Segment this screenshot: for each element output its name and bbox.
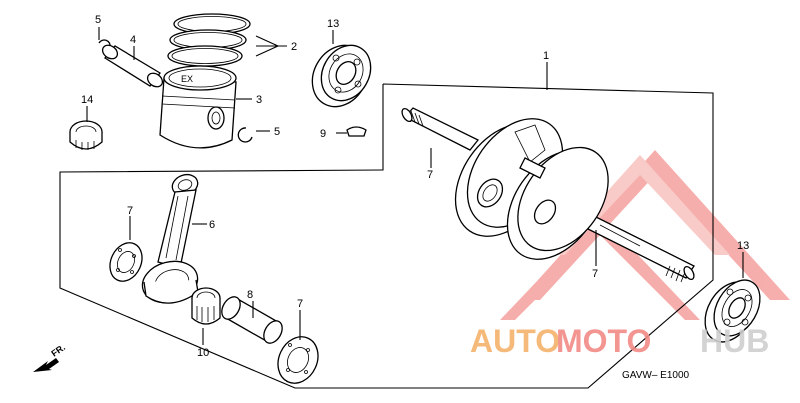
callout-7-left: 7	[127, 205, 133, 217]
callout-4: 4	[130, 34, 136, 46]
crank-pin	[221, 296, 283, 344]
front-marker-label: FR.	[49, 342, 67, 359]
thrust-washer-left	[109, 242, 143, 282]
front-direction-arrow-icon: FR.	[33, 342, 67, 372]
crank-bearing-upper	[311, 44, 372, 108]
thrust-washer-right	[277, 336, 319, 384]
callout-3: 3	[256, 94, 262, 106]
woodruff-key	[346, 126, 367, 137]
callout-6: 6	[209, 219, 215, 231]
callout-5-upper: 5	[95, 14, 101, 26]
circlip-lower	[237, 127, 253, 143]
callout-11: 9	[320, 128, 326, 140]
callout-14: 14	[81, 94, 93, 106]
piston-marking: EX	[181, 74, 193, 84]
watermark-text: AUTO MOTO HUB	[470, 323, 769, 359]
callout-10: 8	[247, 289, 253, 301]
small-end-bearing	[69, 120, 103, 150]
diagram-code: GAVW– E1000	[622, 370, 690, 381]
watermark-moto: MOTO	[556, 323, 651, 359]
leader-lines	[86, 27, 744, 345]
callout-7-right: 7	[297, 298, 303, 310]
callout-13-upper: 13	[327, 18, 339, 30]
callout-12: 10	[197, 347, 209, 359]
piston: EX	[159, 65, 237, 149]
callout-5-lower: 5	[274, 126, 280, 138]
piston-rings	[167, 13, 251, 67]
crank-bearing-lower	[704, 279, 761, 343]
callout-numbers: 5 4 2 3 5 14 13 9 1 7 7 7 6 7 8 10 13	[81, 14, 749, 359]
big-end-bearing	[191, 287, 221, 325]
crankshaft	[401, 107, 695, 283]
assembly-boundary-line	[59, 83, 714, 389]
watermark-auto: AUTO	[470, 323, 560, 359]
callout-13-lower: 13	[737, 240, 749, 252]
callout-8: 7	[427, 169, 433, 181]
watermark-hub: HUB	[700, 323, 769, 359]
callout-1: 1	[543, 50, 549, 62]
callout-9: 7	[592, 268, 598, 280]
piston-pin	[101, 44, 164, 88]
connecting-rod	[141, 173, 199, 304]
callout-2: 2	[291, 41, 297, 53]
